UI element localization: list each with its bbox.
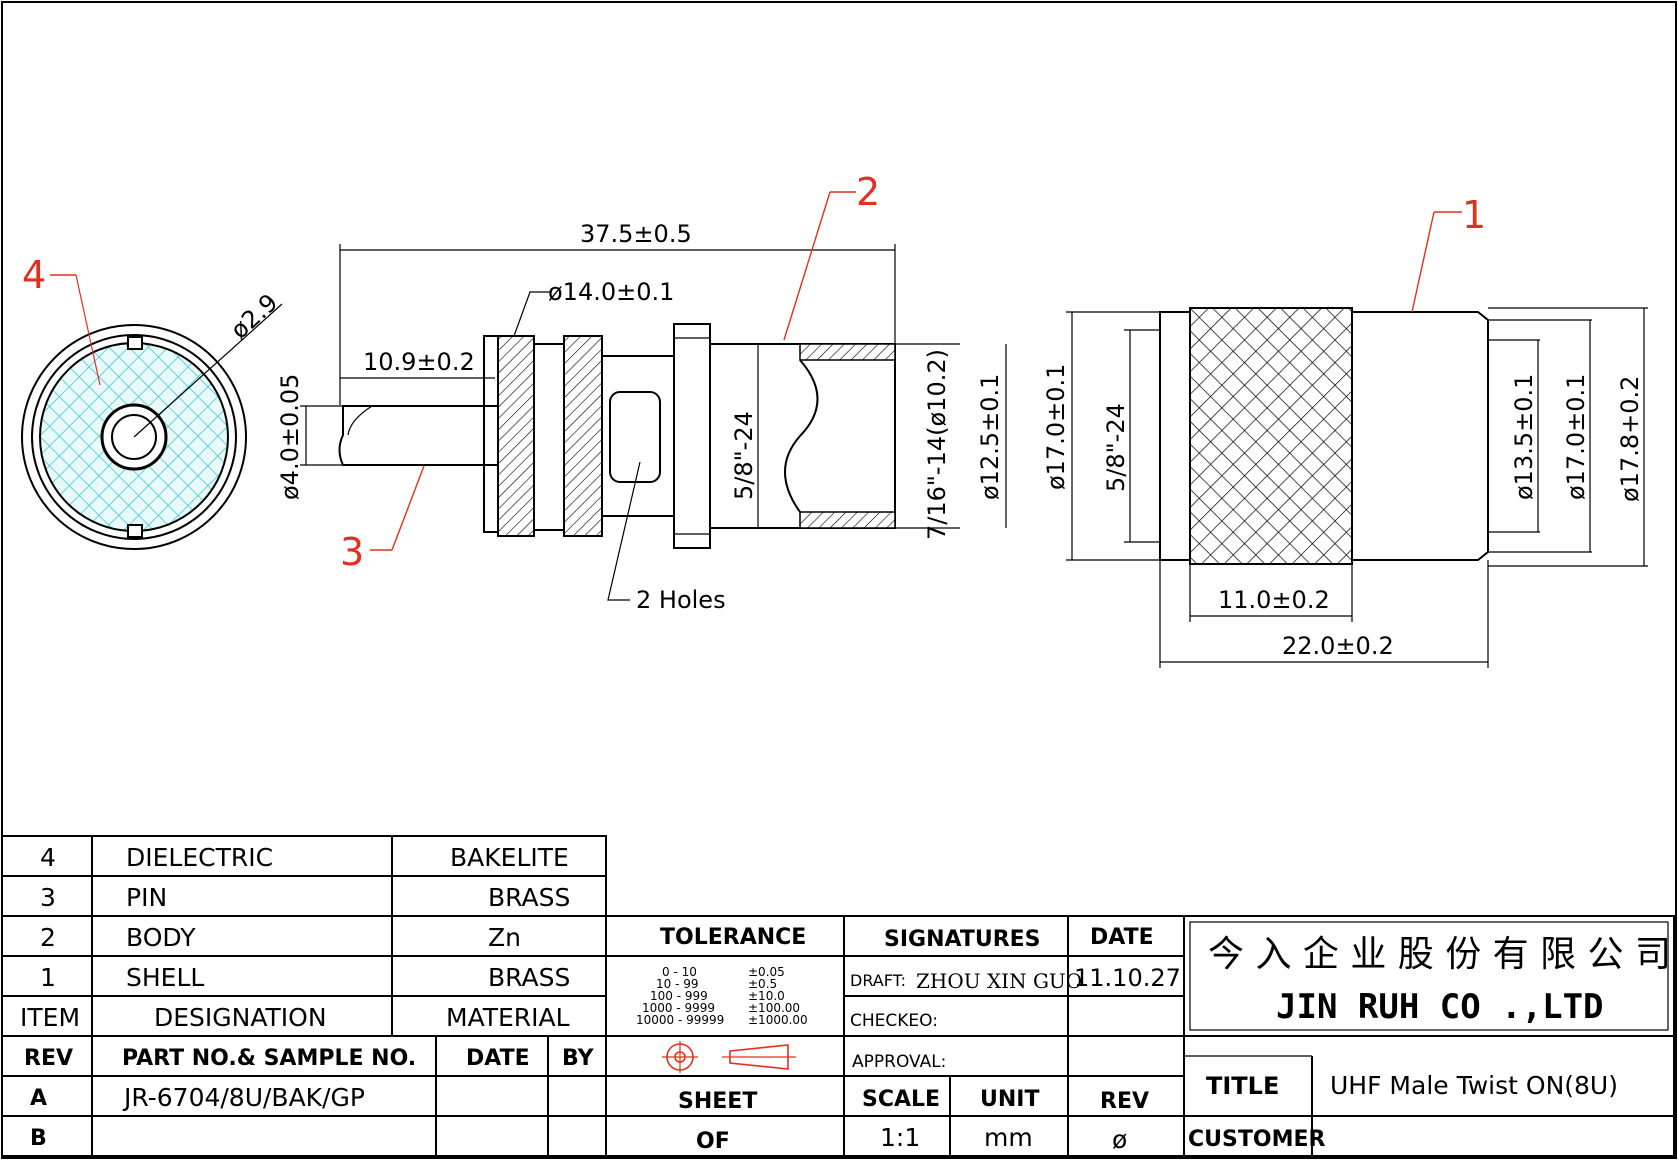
tol-value-3: ±10.0: [748, 989, 785, 1003]
bom-item-1: 1: [40, 963, 56, 992]
unit-label: UNIT: [980, 1087, 1039, 1112]
company-name-cn: 今 入 企 业 股 份 有 限 公 司: [1208, 934, 1671, 975]
bom-item-4: 4: [40, 843, 56, 872]
bom-item-2: 2: [40, 923, 56, 952]
callout-4: 4: [22, 253, 46, 297]
rev-header-part: PART NO.& SAMPLE NO.: [122, 1046, 416, 1071]
tol-range-4: 1000 - 9999: [642, 1001, 715, 1015]
dim-shell-length: 22.0±0.2: [1282, 632, 1394, 660]
bom-item-3: 3: [40, 883, 56, 912]
draft-name: ZHOU XIN GUO: [916, 969, 1082, 993]
bom-header-designation: DESIGNATION: [154, 1003, 327, 1032]
bom-header-material: MATERIAL: [446, 1003, 570, 1032]
dim-insulator-hole: ø2.9: [225, 288, 283, 344]
dim-body-diameter: ø12.5±0.1: [976, 374, 1004, 500]
scale-label: SCALE: [862, 1087, 940, 1112]
company-name-en: JIN RUH CO .,LTD: [1276, 987, 1604, 1027]
bom-material-4: BAKELITE: [450, 843, 569, 872]
bom-material-1: BRASS: [488, 963, 570, 992]
sheet-label: SHEET: [678, 1089, 757, 1114]
revision-table: REV PART NO.& SAMPLE NO. DATE BY A JR-67…: [1, 1035, 607, 1157]
dim-cable-thread: 7/16"-14(ø10.2): [923, 349, 951, 540]
end-view: ø2.9 4: [21, 253, 283, 550]
dim-nut-diameter: ø14.0±0.1: [548, 278, 674, 306]
rev-a: A: [30, 1086, 47, 1111]
rev-b: B: [30, 1126, 47, 1151]
tol-value-5: ±1000.00: [748, 1013, 808, 1027]
tol-value-1: ±0.05: [748, 965, 785, 979]
scale-block: SCALE UNIT REV 1:1 mm ø: [843, 1075, 1185, 1157]
dim-pin-length: 10.9±0.2: [363, 348, 475, 376]
company-block: 今 入 企 业 股 份 有 限 公 司 JIN RUH CO .,LTD: [1183, 915, 1675, 1037]
callout-1: 1: [1462, 193, 1486, 237]
tol-range-1: 0 - 10: [662, 965, 697, 979]
callout-2: 2: [856, 170, 880, 214]
customer-label: CUSTOMER: [1188, 1127, 1325, 1152]
bom-header-item: ITEM: [20, 1003, 80, 1032]
bom-designation-3: PIN: [126, 883, 167, 912]
dim-overall-length: 37.5±0.5: [580, 220, 692, 248]
signatures-title: SIGNATURES: [884, 927, 1041, 952]
bom-designation-2: BODY: [126, 923, 196, 952]
of-label: OF: [696, 1129, 730, 1154]
dim-shell-od: ø17.0±0.1: [1042, 364, 1070, 490]
bom-table: 4 DIELECTRIC BAKELITE 3 PIN BRASS 2 BODY…: [1, 835, 607, 1037]
bom-material-2: Zn: [488, 923, 521, 952]
tol-value-4: ±100.00: [748, 1001, 800, 1015]
rev-header-rev: REV: [24, 1046, 73, 1071]
dim-shell-od-2: ø17.0±0.1: [1562, 374, 1590, 500]
bom-material-3: BRASS: [488, 883, 570, 912]
callout-3: 3: [340, 530, 364, 574]
signatures-block: SIGNATURES DATE DRAFT: ZHOU XIN GUO 11.1…: [843, 915, 1185, 1077]
rev-a-part: JR-6704/8U/BAK/GP: [122, 1083, 365, 1112]
signatures-date-header: DATE: [1090, 925, 1154, 950]
dim-knurl-length: 11.0±0.2: [1218, 586, 1330, 614]
dim-shell-inner: ø13.5±0.1: [1510, 374, 1538, 500]
rev-header-date: DATE: [466, 1046, 530, 1071]
scale-value: 1:1: [880, 1123, 920, 1152]
dim-shell-thread: 5/8"-24: [1102, 403, 1130, 492]
tol-range-5: 10000 - 99999: [636, 1013, 724, 1027]
shell-view: 1 ø17.0±0.1 5/8"-24 ø13.5±0.1 ø17.0±0.1 …: [1042, 193, 1648, 668]
tol-value-2: ±0.5: [748, 977, 777, 991]
note-2-holes: 2 Holes: [636, 586, 726, 614]
tol-range-2: 10 - 99: [656, 977, 699, 991]
unit-value: mm: [984, 1123, 1033, 1152]
tol-range-3: 100 - 999: [650, 989, 708, 1003]
draft-label: DRAFT:: [850, 971, 906, 990]
title-block: TITLE UHF Male Twist ON(8U) CUSTOMER: [1183, 1035, 1675, 1157]
checked-label: CHECKEO:: [850, 1011, 938, 1031]
projection-symbol-icon: [662, 1041, 796, 1073]
rev-header-by: BY: [562, 1046, 595, 1071]
title-value: UHF Male Twist ON(8U): [1330, 1071, 1618, 1100]
draft-date: 11.10.27: [1074, 964, 1181, 992]
dim-shell-max: ø17.8+0.2: [1616, 376, 1644, 502]
dim-body-thread: 5/8"-24: [730, 411, 758, 500]
rev-value: ø: [1112, 1125, 1127, 1154]
side-view: 37.5±0.5 10.9±0.2 ø4.0±0.05 ø14.0±0.1: [276, 170, 1007, 614]
bom-designation-4: DIELECTRIC: [126, 843, 273, 872]
tolerance-block: TOLERANCE 0 - 10 10 - 99 100 - 999 1000 …: [605, 915, 845, 1157]
approval-label: APPROVAL:: [852, 1052, 946, 1072]
rev-label: REV: [1100, 1089, 1149, 1114]
title-label: TITLE: [1206, 1072, 1279, 1100]
tolerance-title: TOLERANCE: [660, 925, 806, 950]
dim-pin-diameter: ø4.0±0.05: [276, 374, 304, 500]
bom-designation-1: SHELL: [126, 963, 204, 992]
